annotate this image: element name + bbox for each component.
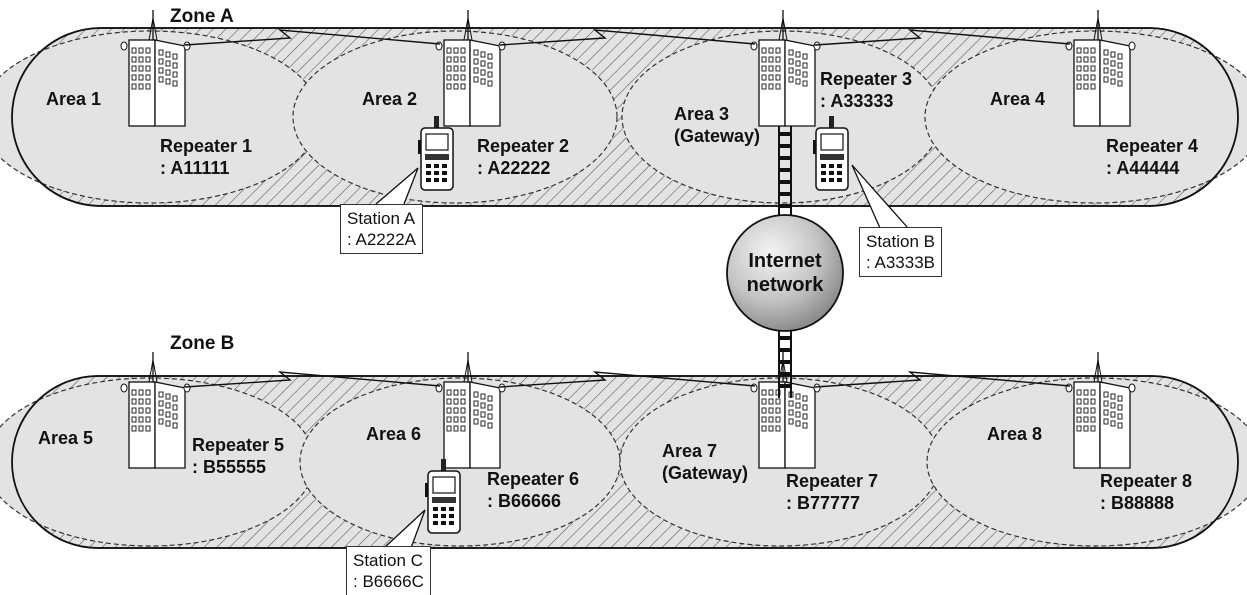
repeater-7-call: : B77777 (786, 492, 878, 514)
zone-b-label: Zone B (170, 333, 234, 355)
area-2-label: Area 2 (362, 88, 417, 110)
internet-line-2: network (730, 273, 840, 297)
area-7-name: Area 7 (662, 440, 748, 462)
repeater-1-call: : A11111 (160, 157, 252, 179)
repeater-5-call: : B55555 (192, 456, 284, 478)
station-c-call: : B6666C (353, 571, 424, 592)
repeater-3-call: : A33333 (820, 90, 912, 112)
area-6-label: Area 6 (366, 423, 421, 445)
repeater-5-tower-icon (121, 352, 190, 468)
area-1-label: Area 1 (46, 88, 101, 110)
area-5-label: Area 5 (38, 427, 93, 449)
repeater-1-label: Repeater 1: A11111 (160, 135, 252, 179)
area-3-name: Area 3 (674, 103, 760, 125)
repeater-2-call: : A22222 (477, 157, 569, 179)
area-4-label: Area 4 (990, 88, 1045, 110)
station-c-name: Station C (353, 550, 424, 571)
repeater-8-call: : B88888 (1100, 492, 1192, 514)
area-3-gateway-note: (Gateway) (674, 125, 760, 147)
area-8-label: Area 8 (987, 423, 1042, 445)
repeater-7-tower-icon (751, 352, 820, 468)
area-3-label: Area 3(Gateway) (674, 103, 760, 147)
station-b-name: Station B (866, 231, 935, 252)
repeater-6-name: Repeater 6 (487, 468, 579, 490)
station-a-callout: Station A: A2222A (340, 204, 423, 254)
repeater-2-label: Repeater 2: A22222 (477, 135, 569, 179)
repeater-7-name: Repeater 7 (786, 470, 878, 492)
repeater-5-name: Repeater 5 (192, 434, 284, 456)
repeater-8-tower-icon (1066, 352, 1135, 468)
repeater-4-label: Repeater 4: A44444 (1106, 135, 1198, 179)
repeater-2-name: Repeater 2 (477, 135, 569, 157)
station-c-callout: Station C: B6666C (346, 546, 431, 595)
zone-a-label: Zone A (170, 6, 234, 28)
repeater-8-label: Repeater 8: B88888 (1100, 470, 1192, 514)
repeater-5-label: Repeater 5: B55555 (192, 434, 284, 478)
station-b-call: : A3333B (866, 252, 935, 273)
gateway-link-bottom (779, 328, 791, 398)
repeater-8-name: Repeater 8 (1100, 470, 1192, 492)
repeater-7-label: Repeater 7: B77777 (786, 470, 878, 514)
zone-b (0, 352, 1247, 548)
station-a-name: Station A (347, 208, 416, 229)
repeater-3-name: Repeater 3 (820, 68, 912, 90)
repeater-4-call: : A44444 (1106, 157, 1198, 179)
station-b-callout: Station B: A3333B (859, 227, 942, 277)
repeater-6-call: : B66666 (487, 490, 579, 512)
repeater-4-name: Repeater 4 (1106, 135, 1198, 157)
area-7-label: Area 7(Gateway) (662, 440, 748, 484)
repeater-6-label: Repeater 6: B66666 (487, 468, 579, 512)
repeater-1-name: Repeater 1 (160, 135, 252, 157)
internet-line-1: Internet (730, 249, 840, 273)
repeater-3-label: Repeater 3: A33333 (820, 68, 912, 112)
repeater-6-tower-icon (436, 352, 505, 468)
area-7-gateway-note: (Gateway) (662, 462, 748, 484)
station-a-call: : A2222A (347, 229, 416, 250)
